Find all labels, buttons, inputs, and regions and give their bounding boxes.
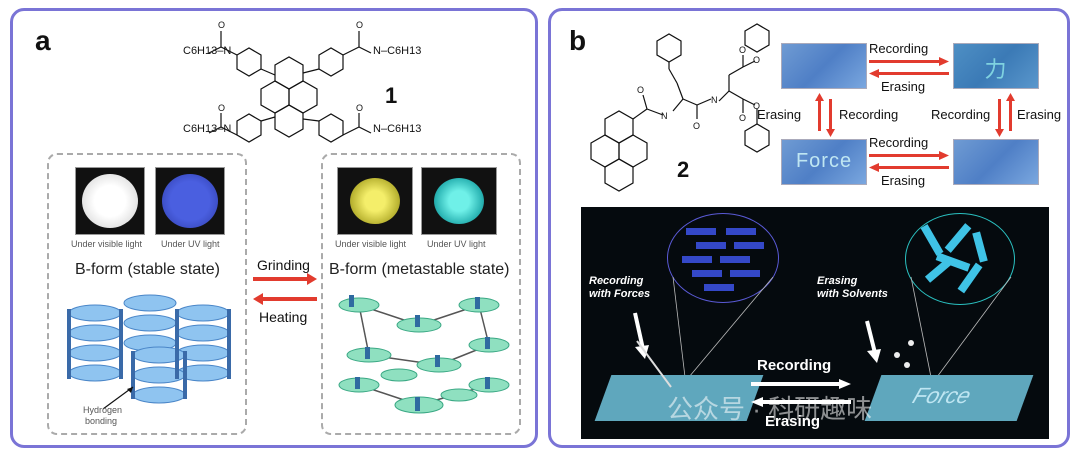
panel-b: b bbox=[548, 8, 1070, 448]
chem-substituent-bl: C6H13–N bbox=[183, 123, 232, 135]
compound-1-number: 1 bbox=[385, 83, 398, 108]
photo-uv-blue bbox=[155, 167, 225, 235]
film-word-bottom-left: Force bbox=[781, 139, 867, 185]
erase-top-label: Erasing bbox=[881, 79, 926, 94]
film-blank-bottom-right bbox=[953, 139, 1039, 185]
compound-2-structure: ONO NOO OO bbox=[590, 23, 770, 192]
panel-a: a bbox=[10, 8, 538, 448]
erasing-with-solvents-1: Erasing bbox=[817, 275, 858, 287]
metastable-state-title: B-form (metastable state) bbox=[329, 261, 510, 278]
svg-text:O: O bbox=[218, 103, 225, 113]
hbond-pointer-arrow bbox=[102, 386, 134, 410]
compound-2-number: 2 bbox=[677, 157, 690, 182]
compound-1-structure: O O O O bbox=[208, 20, 372, 143]
film-blank-top-left bbox=[781, 43, 867, 89]
recording-with-forces-2: with Forces bbox=[589, 288, 651, 300]
stable-stack-illustration bbox=[67, 294, 231, 404]
force-down-arrow bbox=[633, 312, 649, 359]
projection-lines bbox=[672, 276, 1012, 378]
heating-label: Heating bbox=[259, 309, 308, 325]
caption-uv-light-2: Under UV light bbox=[427, 239, 486, 249]
plate-right: Force bbox=[864, 375, 1034, 421]
disordered-bars bbox=[920, 223, 988, 294]
svg-text:N: N bbox=[661, 111, 668, 121]
aligned-bars bbox=[682, 228, 764, 291]
caption-visible-light-2: Under visible light bbox=[335, 239, 407, 249]
pen-tip bbox=[636, 340, 672, 388]
stable-state-box: Under visible light Under UV light B-for… bbox=[47, 153, 247, 435]
grinding-arrow bbox=[253, 273, 317, 285]
dark-recording-arrow bbox=[751, 379, 851, 389]
svg-text:N: N bbox=[711, 95, 718, 105]
svg-text:O: O bbox=[753, 55, 760, 65]
erasing-left-label: Erasing bbox=[757, 107, 802, 122]
svg-text:O: O bbox=[356, 20, 363, 30]
aligned-molecules-circle bbox=[667, 213, 779, 303]
svg-text:O: O bbox=[218, 20, 225, 30]
mechanism-illustration: Recording with Forces Erasing with Solve… bbox=[581, 207, 1049, 439]
erasing-with-solvents-2: with Solvents bbox=[817, 288, 888, 300]
grinding-label: Grinding bbox=[257, 257, 310, 273]
film-symbol-top-right: 力 bbox=[953, 43, 1039, 89]
photo-uv-cyan bbox=[421, 167, 497, 235]
svg-text:O: O bbox=[739, 113, 746, 123]
panel-a-label: a bbox=[35, 25, 51, 56]
rec-top-label: Recording bbox=[869, 41, 929, 56]
rec-top-arrow bbox=[869, 57, 949, 66]
erasing-right-label: Erasing bbox=[1017, 107, 1062, 122]
erase-bottom-arrow bbox=[869, 163, 949, 172]
watermark: 公众号 · 科研趣味 bbox=[667, 394, 873, 424]
dark-erasing-arrow bbox=[751, 397, 851, 407]
solvent-down-arrow bbox=[865, 320, 881, 363]
svg-text:O: O bbox=[739, 45, 746, 55]
recording-with-forces-1: Recording bbox=[589, 275, 644, 287]
photo-visible-yellow bbox=[337, 167, 413, 235]
erase-bottom-label: Erasing bbox=[881, 173, 926, 188]
left-vertical-arrows bbox=[815, 93, 835, 137]
svg-text:O: O bbox=[356, 103, 363, 113]
photo-visible-white bbox=[75, 167, 145, 235]
solvent-drops bbox=[894, 340, 914, 368]
svg-text:O: O bbox=[753, 101, 760, 111]
chem-substituent-br: N–C6H13 bbox=[373, 123, 422, 135]
chem-substituent-tl: C6H13–N bbox=[183, 45, 232, 57]
caption-visible-light: Under visible light bbox=[71, 239, 143, 249]
hbond-label-2: bonding bbox=[85, 416, 118, 426]
dark-recording-label: Recording bbox=[757, 357, 832, 374]
recording-left-label: Recording bbox=[839, 107, 899, 122]
rec-bottom-label: Recording bbox=[869, 135, 929, 150]
erase-top-arrow bbox=[869, 69, 949, 78]
film-symbol-text: 力 bbox=[984, 57, 1008, 82]
rec-bottom-arrow bbox=[869, 151, 949, 160]
film-word-text: Force bbox=[795, 150, 853, 172]
metastable-network-illustration bbox=[338, 295, 510, 414]
panel-b-label: b bbox=[569, 25, 587, 56]
plate-word: Force bbox=[909, 383, 975, 408]
recording-right-label: Recording bbox=[931, 107, 991, 122]
right-vertical-arrows bbox=[995, 93, 1015, 137]
heating-arrow bbox=[253, 293, 317, 305]
metastable-state-box: Under visible light Under UV light B-for… bbox=[321, 153, 521, 435]
caption-uv-light: Under UV light bbox=[161, 239, 220, 249]
chem-substituent-tr: N–C6H13 bbox=[373, 45, 422, 57]
svg-text:O: O bbox=[693, 121, 700, 131]
hbond-label-1: Hydrogen bbox=[83, 405, 123, 415]
stable-state-title: B-form (stable state) bbox=[75, 261, 220, 278]
disordered-molecules-circle bbox=[905, 213, 1015, 305]
svg-text:O: O bbox=[637, 85, 644, 95]
dark-erasing-label: Erasing bbox=[765, 413, 821, 430]
